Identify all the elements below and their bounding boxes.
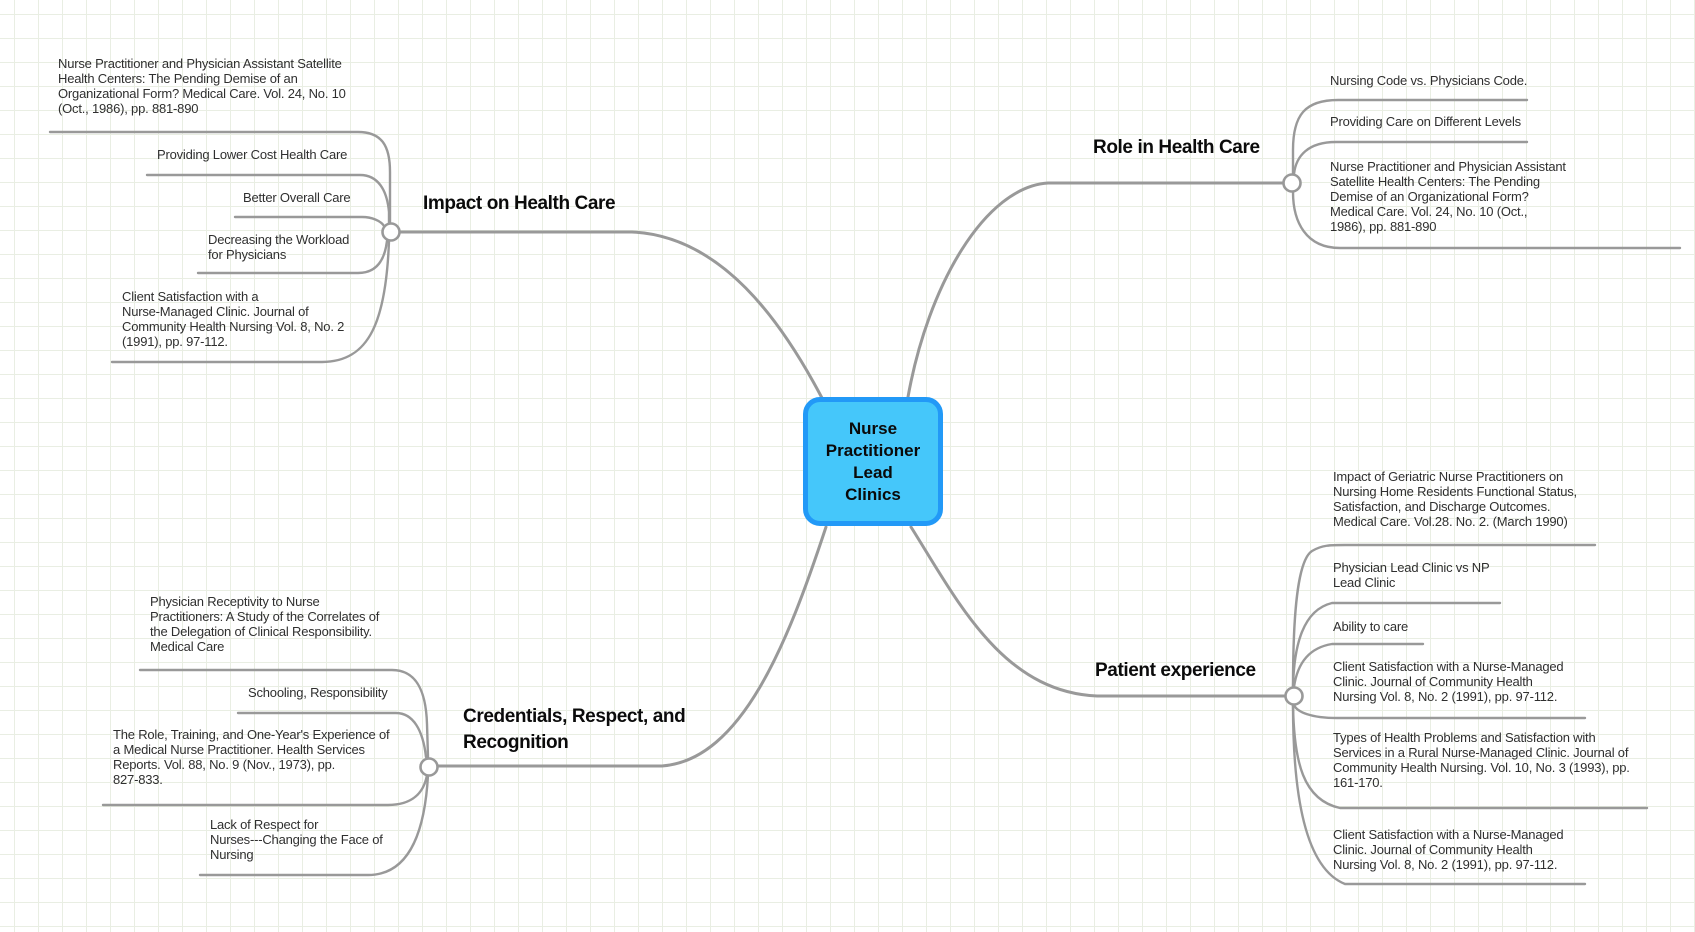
node-item[interactable]: Decreasing the Workload for Physicians — [208, 232, 350, 262]
node-item[interactable]: Providing Lower Cost Health Care — [157, 147, 348, 162]
node-item[interactable]: Better Overall Care — [243, 190, 351, 205]
branch-junction-dot[interactable] — [1284, 686, 1304, 706]
branch-label-credentials[interactable]: Credentials, Respect, and Recognition — [463, 706, 686, 753]
central-topic[interactable]: Nurse Practitioner Lead Clinics — [803, 397, 943, 526]
branch-label-role[interactable]: Role in Health Care — [1093, 137, 1260, 158]
node-item[interactable]: Nurse Practitioner and Physician Assista… — [1330, 159, 1566, 234]
child-connector — [101, 773, 429, 807]
node-item[interactable]: Client Satisfaction with a Nurse-Managed… — [122, 289, 345, 349]
node-item[interactable]: Nurse Practitioner and Physician Assista… — [58, 56, 346, 116]
branch-curve-impact — [397, 230, 824, 400]
branch-junction-dot[interactable] — [381, 222, 401, 242]
node-item[interactable]: Impact of Geriatric Nurse Practitioners … — [1333, 469, 1577, 529]
node-item[interactable]: Client Satisfaction with a Nurse-Managed… — [1333, 659, 1564, 704]
child-connector — [1292, 140, 1529, 176]
child-connector — [1292, 703, 1587, 720]
child-connector — [110, 239, 391, 364]
node-item[interactable]: The Role, Training, and One-Year's Exper… — [113, 727, 390, 787]
child-connector — [145, 173, 391, 225]
node-item[interactable]: Physician Receptivity to Nurse Practitio… — [150, 594, 380, 654]
child-connector — [1291, 703, 1587, 886]
child-connector — [138, 668, 430, 759]
child-connector — [233, 215, 386, 228]
branch-label-patient[interactable]: Patient experience — [1095, 660, 1256, 681]
branch-curve-patient — [909, 525, 1288, 698]
node-item[interactable]: Providing Care on Different Levels — [1330, 114, 1521, 129]
node-item[interactable]: Lack of Respect for Nurses---Changing th… — [210, 817, 383, 862]
child-connector — [198, 773, 430, 877]
child-connector — [1291, 601, 1502, 689]
child-connector — [1291, 98, 1529, 176]
node-item[interactable]: Ability to care — [1333, 619, 1409, 634]
child-connector — [1292, 642, 1425, 689]
child-connector — [196, 239, 389, 275]
node-item[interactable]: Client Satisfaction with a Nurse-Managed… — [1333, 827, 1564, 872]
node-item[interactable]: Physician Lead Clinic vs NP Lead Clinic — [1333, 560, 1490, 590]
branch-label-impact[interactable]: Impact on Health Care — [423, 193, 616, 214]
node-item[interactable]: Types of Health Problems and Satisfactio… — [1333, 730, 1630, 790]
child-connector — [1291, 190, 1682, 250]
node-item[interactable]: Schooling, Responsibility — [248, 685, 388, 700]
child-connector — [236, 711, 428, 759]
branch-curve-role — [906, 181, 1286, 399]
branch-junction-dot[interactable] — [1282, 173, 1302, 193]
node-item[interactable]: Nursing Code vs. Physicians Code. — [1330, 73, 1528, 88]
child-connector — [1291, 543, 1597, 689]
branch-junction-dot[interactable] — [419, 757, 439, 777]
branch-curve-credentials — [435, 525, 828, 768]
child-connector — [48, 130, 392, 225]
